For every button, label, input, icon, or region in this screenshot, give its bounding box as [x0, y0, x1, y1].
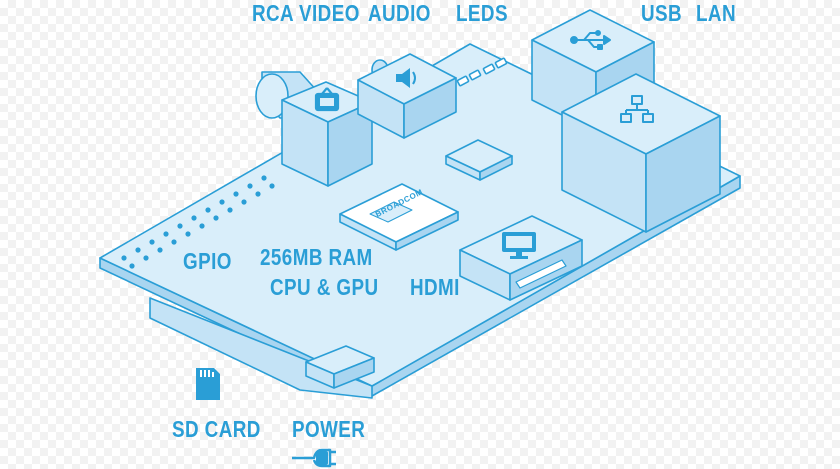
power-plug-icon: [292, 448, 336, 468]
label-cpu-gpu: CPU & GPU: [270, 274, 379, 300]
power-connector: [305, 345, 375, 389]
sd-card-icon: [196, 368, 220, 400]
label-usb: USB: [641, 0, 683, 26]
label-lan: LAN: [696, 0, 737, 26]
label-ram: 256MB RAM: [260, 244, 373, 270]
broadcom-soc: [339, 183, 459, 251]
tv-icon: [314, 87, 340, 112]
label-leds: LEDS: [456, 0, 508, 26]
label-hdmi: HDMI: [410, 274, 460, 300]
status-leds: [456, 57, 508, 87]
speaker-icon: [396, 68, 416, 88]
usb-icon: [570, 30, 611, 50]
network-icon: [620, 95, 654, 123]
lan-port: [561, 73, 721, 233]
gpio-header: [121, 175, 275, 269]
label-audio: AUDIO: [368, 0, 431, 26]
small-chip: [445, 139, 513, 181]
label-power: POWER: [292, 416, 366, 442]
label-gpio: GPIO: [183, 248, 232, 274]
label-rca-video: RCA VIDEO: [252, 0, 360, 26]
hdmi-port: [459, 215, 583, 301]
label-sd-card: SD CARD: [172, 416, 261, 442]
monitor-icon: [502, 232, 536, 259]
